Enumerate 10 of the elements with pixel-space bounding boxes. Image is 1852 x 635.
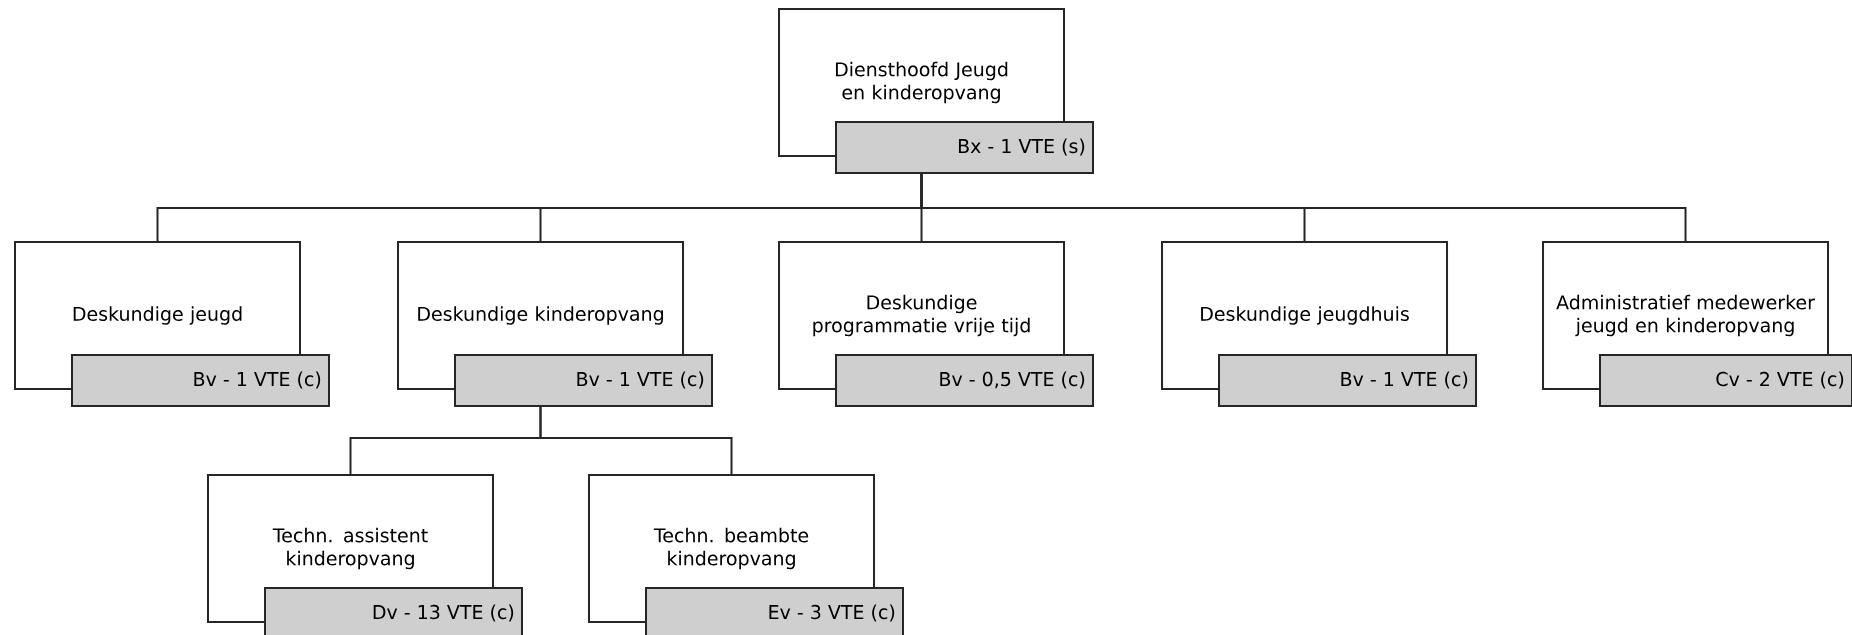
connector-line (920, 173, 1687, 242)
grade-box: Bv - 1 VTE (c) (71, 354, 330, 407)
grade-box: Ev - 3 VTE (c) (645, 587, 904, 635)
grade-box: Dv - 13 VTE (c) (264, 587, 523, 635)
grade-box: Bv - 1 VTE (c) (1218, 354, 1477, 407)
connector-line (539, 406, 733, 475)
grade-box: Bx - 1 VTE (s) (835, 121, 1094, 174)
grade-box: Cv - 2 VTE (c) (1599, 354, 1852, 407)
grade-box: Bv - 1 VTE (c) (454, 354, 713, 407)
grade-box: Bv - 0,5 VTE (c) (835, 354, 1094, 407)
